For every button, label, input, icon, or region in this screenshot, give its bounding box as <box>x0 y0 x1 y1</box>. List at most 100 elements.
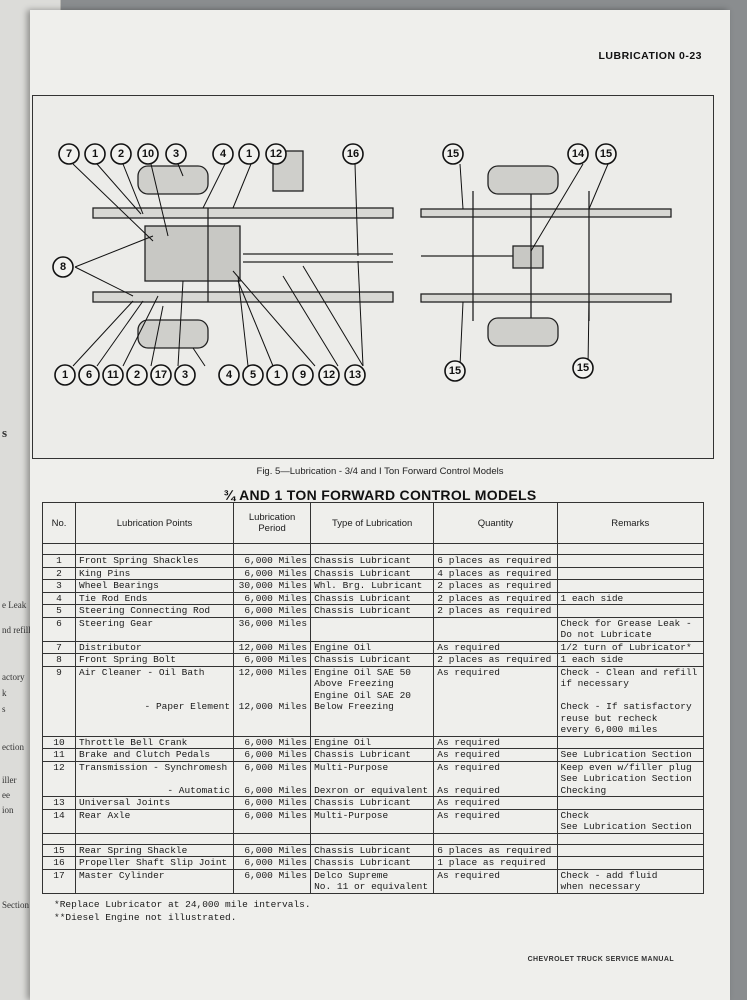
svg-text:15: 15 <box>449 365 461 377</box>
underlying-fragment: iller <box>2 775 17 785</box>
callout-bubble: 3 <box>174 364 196 386</box>
svg-text:11: 11 <box>107 369 119 381</box>
callout-bubble: 14 <box>567 143 589 165</box>
table-row-cont: See Lubrication Section <box>42 821 705 833</box>
figure-caption: Fig. 5—Lubrication - 3/4 and I Ton Forwa… <box>256 466 504 477</box>
svg-text:10: 10 <box>142 148 154 160</box>
table-row-cont: Do not Lubricate <box>42 629 705 641</box>
lubrication-figure: 7 1 2 10 3 4 1 12 16 8 1 6 11 2 17 3 4 5… <box>32 95 714 459</box>
svg-text:3: 3 <box>173 148 179 160</box>
svg-text:1: 1 <box>92 148 98 160</box>
col-header: Lubrication Points <box>74 502 235 544</box>
svg-text:13: 13 <box>349 369 361 381</box>
page-header: LUBRICATION 0-23 <box>598 50 702 62</box>
svg-text:9: 9 <box>300 369 306 381</box>
callout-bubble: 1 <box>238 143 260 165</box>
table-title: ¾ AND 1 TON FORWARD CONTROL MODELS <box>223 487 537 503</box>
callout-bubble: 12 <box>265 143 287 165</box>
leader-lines <box>72 163 609 367</box>
callouts-top-left: 7 1 2 10 3 4 1 12 16 8 <box>52 143 364 278</box>
callout-bubble: 5 <box>242 364 264 386</box>
callout-bubble: 13 <box>344 364 366 386</box>
svg-text:12: 12 <box>270 148 282 160</box>
callout-bubble: 1 <box>266 364 288 386</box>
col-header: No. <box>42 502 76 544</box>
table-row-cont: reuse but recheck <box>42 712 705 724</box>
callout-bubble: 15 <box>572 357 594 379</box>
col-header: Remarks <box>556 502 705 544</box>
underlying-fragment: e Leak <box>2 600 27 610</box>
underlying-fragment: actory <box>2 672 25 682</box>
svg-text:7: 7 <box>66 148 72 160</box>
callout-bubble: 10 <box>137 143 159 165</box>
rear-chassis-drawing <box>420 165 672 347</box>
callout-bubble: 4 <box>212 143 234 165</box>
svg-text:8: 8 <box>60 261 66 273</box>
callout-bubble: 2 <box>126 364 148 386</box>
page-footer: CHEVROLET TRUCK SERVICE MANUAL <box>527 956 674 963</box>
svg-text:2: 2 <box>134 369 140 381</box>
callout-bubble: 2 <box>110 143 132 165</box>
callout-bubble: 6 <box>78 364 100 386</box>
svg-text:4: 4 <box>226 369 233 381</box>
callout-bubble: 1 <box>54 364 76 386</box>
svg-text:15: 15 <box>447 148 459 160</box>
table-row-cont: See Lubrication Section <box>42 773 705 785</box>
callout-bubble: 15 <box>442 143 464 165</box>
callout-bubble: 11 <box>102 364 124 386</box>
underlying-fragment: s <box>2 425 8 440</box>
callout-bubble: 15 <box>595 143 617 165</box>
svg-text:1: 1 <box>62 369 68 381</box>
svg-text:5: 5 <box>250 369 256 381</box>
underlying-fragment: Section <box>2 900 29 910</box>
svg-text:1: 1 <box>246 148 252 160</box>
front-chassis-drawing <box>92 150 394 349</box>
callout-bubble: 17 <box>150 364 172 386</box>
underlying-fragment: k <box>2 688 7 698</box>
table-row-cont: every 6,000 miles <box>42 724 705 736</box>
callout-bubble: 12 <box>318 364 340 386</box>
underlying-fragment: s <box>2 704 6 714</box>
svg-text:15: 15 <box>600 148 612 160</box>
underlying-fragment: ection <box>2 742 24 752</box>
callout-bubble: 9 <box>292 364 314 386</box>
svg-text:15: 15 <box>577 362 589 374</box>
underlying-fragment: ion <box>2 805 14 815</box>
chassis-diagram: 7 1 2 10 3 4 1 12 16 8 1 6 11 2 17 3 4 5… <box>52 143 672 386</box>
underlying-fragment: ee <box>2 790 10 800</box>
svg-text:3: 3 <box>182 369 188 381</box>
manual-page: LUBRICATION 0-23 <box>30 10 730 1000</box>
callout-bubble: 7 <box>58 143 80 165</box>
callout-bubble: 15 <box>444 360 466 382</box>
callout-bubble: 8 <box>52 256 74 278</box>
table-row-cont: Engine Oil SAE 20 <box>42 689 705 701</box>
svg-text:12: 12 <box>323 369 335 381</box>
callout-bubble: 1 <box>84 143 106 165</box>
svg-text:14: 14 <box>572 148 585 160</box>
svg-text:16: 16 <box>347 148 359 160</box>
callout-bubble: 3 <box>165 143 187 165</box>
footnote: **Diesel Engine not illustrated. <box>54 912 237 923</box>
lubrication-table: No. Lubrication Points Lubrication Perio… <box>42 502 705 894</box>
callout-bubble: 4 <box>218 364 240 386</box>
svg-text:1: 1 <box>274 369 280 381</box>
svg-text:6: 6 <box>86 369 92 381</box>
callouts-right: 15 14 15 15 15 <box>442 143 617 382</box>
svg-text:2: 2 <box>118 148 124 160</box>
footnotes: *Replace Lubricator at 24,000 mile inter… <box>54 898 311 924</box>
